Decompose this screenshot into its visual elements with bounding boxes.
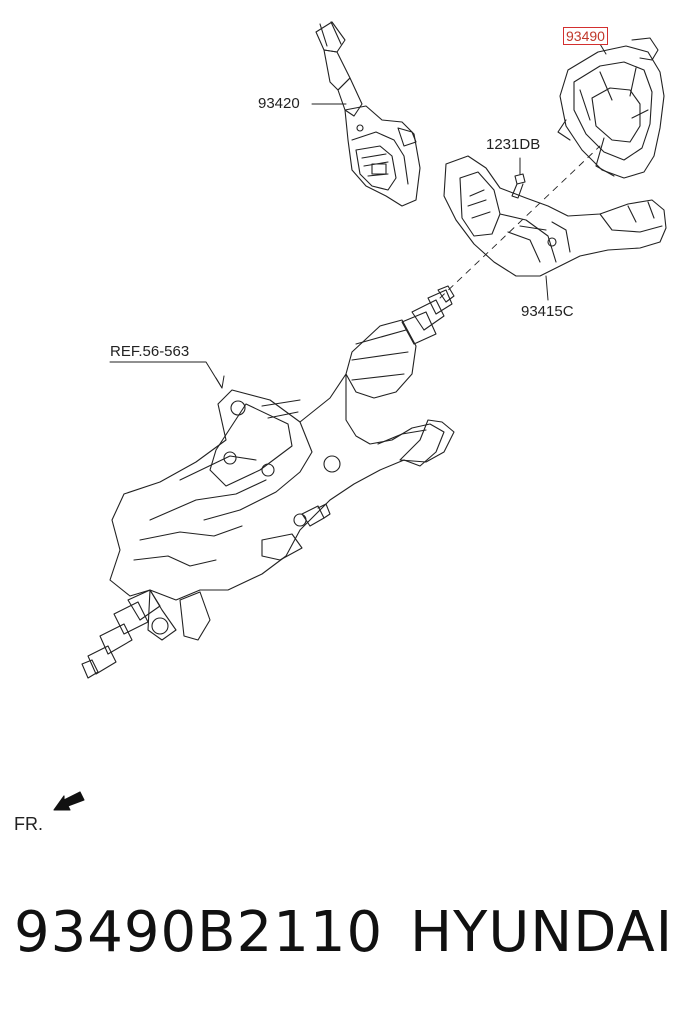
leader-93490 [599,43,607,55]
parts-diagram: 93490 93420 1231DB 93415C REF.56-563 FR. [14,21,667,834]
leader-93415C [545,275,549,301]
leader-ref-arrowhead [215,375,225,389]
label-93490: 93490 [563,27,608,45]
part-number: 93490B2110 [14,900,384,965]
label-93420: 93420 [258,95,300,112]
front-arrow-icon [53,791,85,811]
steering-column [81,285,455,679]
diagram-drawing [53,21,667,811]
label-front: FR. [14,814,43,834]
alignment-axis [439,145,601,299]
switch-body-93415C [443,155,667,277]
brand-name: HYUNDAI [410,900,674,965]
label-1231DB: 1231DB [486,136,541,153]
leader-ref [109,361,223,389]
leader-lines [109,43,607,389]
label-93415C: 93415C [521,303,574,320]
switch-lever-93420 [315,21,421,207]
clock-spring-93490 [557,37,665,179]
bolt-1231DB [511,173,526,199]
label-ref: REF.56-563 [110,343,190,360]
